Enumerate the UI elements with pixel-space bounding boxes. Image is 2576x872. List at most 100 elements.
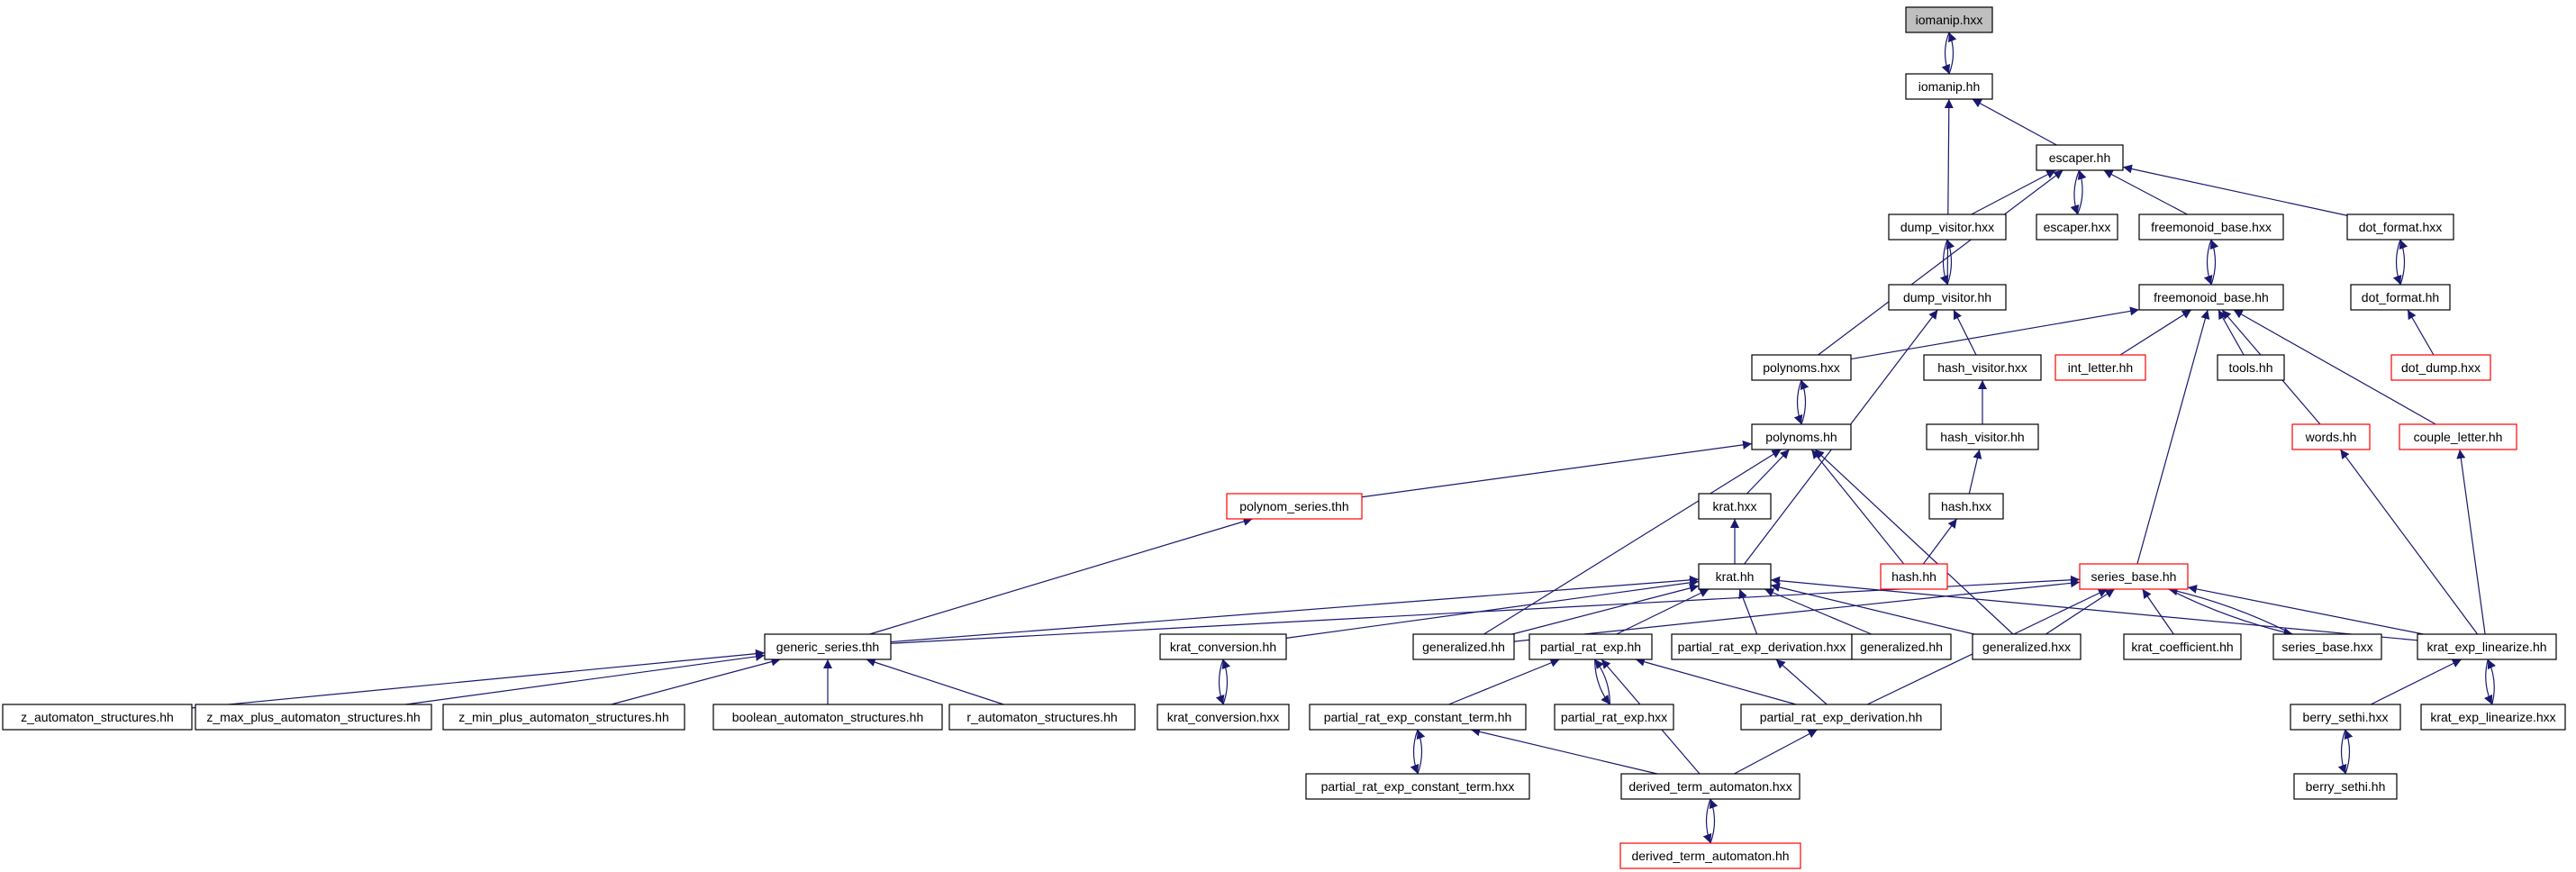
node-label: int_letter.hh xyxy=(2068,360,2133,375)
node-box xyxy=(2272,633,2382,660)
node-box xyxy=(1309,704,1527,731)
node-krat_conversion_hxx[interactable]: krat_conversion.hxx xyxy=(1156,704,1290,731)
edge-z_min_plus_automaton_structures_hh-to-generic_series_thh xyxy=(611,657,781,705)
edge-berry_sethi_hxx-to-berry_sethi_hh xyxy=(2337,729,2347,775)
node-box xyxy=(1698,493,1772,520)
node-derived_term_automaton_hxx[interactable]: derived_term_automaton.hxx xyxy=(1620,773,1800,800)
node-box xyxy=(2054,354,2146,381)
edge-generalized_hh_2-to-krat_hh xyxy=(1764,588,1873,635)
node-series_base_hxx[interactable]: series_base.hxx xyxy=(2272,633,2382,660)
node-box xyxy=(1671,633,1853,660)
node-dump_visitor_hxx[interactable]: dump_visitor.hxx xyxy=(1888,213,2007,241)
node-box xyxy=(1888,284,2007,311)
node-box xyxy=(2420,704,2566,731)
edge-generalized_hxx-to-polynoms_hh xyxy=(1814,449,2014,635)
node-partial_rat_exp_constant_term_hxx[interactable]: partial_rat_exp_constant_term.hxx xyxy=(1305,773,1530,800)
node-krat_exp_linearize_hh[interactable]: krat_exp_linearize.hh xyxy=(2417,633,2557,660)
node-dump_visitor_hh[interactable]: dump_visitor.hh xyxy=(1888,284,2007,311)
node-box xyxy=(2123,633,2242,660)
node-partial_rat_exp_hxx[interactable]: partial_rat_exp.hxx xyxy=(1554,704,1674,731)
node-label: generalized.hxx xyxy=(1982,640,2071,654)
node-hash_hh[interactable]: hash.hh xyxy=(1880,563,1948,590)
node-polynom_series_thh[interactable]: polynom_series.thh xyxy=(1226,493,1363,520)
node-r_automaton_structures_hh[interactable]: r_automaton_structures.hh xyxy=(948,704,1136,731)
node-box xyxy=(2417,633,2557,660)
node-partial_rat_exp_derivation_hxx[interactable]: partial_rat_exp_derivation.hxx xyxy=(1671,633,1853,660)
node-label: derived_term_automaton.hh xyxy=(1631,849,1789,863)
node-partial_rat_exp_hh[interactable]: partial_rat_exp.hh xyxy=(1528,633,1653,660)
node-freemonoid_base_hxx[interactable]: freemonoid_base.hxx xyxy=(2138,213,2284,241)
node-hash_visitor_hxx[interactable]: hash_visitor.hxx xyxy=(1923,354,2042,381)
node-box xyxy=(1226,493,1363,520)
node-escaper_hxx[interactable]: escaper.hxx xyxy=(2036,213,2118,241)
node-freemonoid_base_hh[interactable]: freemonoid_base.hh xyxy=(2138,284,2284,311)
node-box xyxy=(2079,563,2189,590)
node-krat_conversion_hh[interactable]: krat_conversion.hh xyxy=(1159,633,1287,660)
node-z_automaton_structures_hh[interactable]: z_automaton_structures.hh xyxy=(2,704,193,731)
edge-partial_rat_exp_constant_term_hh-to-partial_rat_exp_constant_term_hxx xyxy=(1410,729,1420,775)
edge-derived_term_automaton_hxx-to-derived_term_automaton_hh xyxy=(1702,798,1712,844)
node-z_min_plus_automaton_structures_hh[interactable]: z_min_plus_automaton_structures.hh xyxy=(442,704,685,731)
node-box xyxy=(2291,423,2371,450)
node-label: hash_visitor.hh xyxy=(1940,430,2024,444)
node-generic_series_thh[interactable]: generic_series.thh xyxy=(764,633,892,660)
node-polynoms_hh[interactable]: polynoms.hh xyxy=(1751,423,1852,450)
node-label: escaper.hxx xyxy=(2044,220,2111,234)
node-int_letter_hh[interactable]: int_letter.hh xyxy=(2054,354,2146,381)
node-z_max_plus_automaton_structures_hh[interactable]: z_max_plus_automaton_structures.hh xyxy=(195,704,432,731)
edge-krat_exp_linearize_hh-to-series_base_hh xyxy=(2187,584,2424,635)
edge-krat_exp_linearize_hh-to-words_hh xyxy=(2339,449,2479,635)
node-box xyxy=(1698,563,1772,590)
node-couple_letter_hh[interactable]: couple_letter.hh xyxy=(2399,423,2517,450)
node-generalized_hh_2[interactable]: generalized.hh xyxy=(1851,633,1952,660)
node-partial_rat_exp_constant_term_hh[interactable]: partial_rat_exp_constant_term.hh xyxy=(1309,704,1527,731)
node-hash_visitor_hh[interactable]: hash_visitor.hh xyxy=(1926,423,2039,450)
node-berry_sethi_hh[interactable]: berry_sethi.hh xyxy=(2293,773,2398,800)
node-generalized_hxx[interactable]: generalized.hxx xyxy=(1972,633,2082,660)
node-iomanip_hxx[interactable]: iomanip.hxx xyxy=(1905,6,1993,33)
node-label: krat_exp_linearize.hh xyxy=(2426,640,2546,654)
node-layer: iomanip.hxx iomanip.hh escaper.hh dump_visi… xyxy=(2,6,2566,869)
node-derived_term_automaton_hh[interactable]: derived_term_automaton.hh xyxy=(1619,842,1801,869)
node-label: words.hh xyxy=(2305,430,2357,444)
node-box xyxy=(1972,633,2082,660)
node-box xyxy=(1740,704,1942,731)
node-box xyxy=(1554,704,1674,731)
node-dot_dump_hxx[interactable]: dot_dump.hxx xyxy=(2390,354,2491,381)
node-series_base_hh[interactable]: series_base.hh xyxy=(2079,563,2189,590)
node-krat_hxx[interactable]: krat.hxx xyxy=(1698,493,1772,520)
node-dot_format_hxx[interactable]: dot_format.hxx xyxy=(2346,213,2454,241)
node-generalized_hh_1[interactable]: generalized.hh xyxy=(1412,633,1515,660)
node-iomanip_hh[interactable]: iomanip.hh xyxy=(1905,73,1993,100)
edge-dot_format_hxx-to-dot_format_hh xyxy=(2392,239,2402,286)
node-hash_hxx[interactable]: hash.hxx xyxy=(1928,493,2004,520)
node-krat_exp_linearize_hxx[interactable]: krat_exp_linearize.hxx xyxy=(2420,704,2566,731)
edge-generic_series_thh-to-polynom_series_thh xyxy=(869,517,1253,635)
node-box xyxy=(1928,493,2004,520)
edge-krat_conversion_hxx-to-krat_conversion_hh xyxy=(1221,659,1231,705)
node-box xyxy=(764,633,892,660)
node-box xyxy=(2293,773,2398,800)
node-partial_rat_exp_derivation_hh[interactable]: partial_rat_exp_derivation.hh xyxy=(1740,704,1942,731)
node-krat_coefficient_hh[interactable]: krat_coefficient.hh xyxy=(2123,633,2242,660)
node-berry_sethi_hxx[interactable]: berry_sethi.hxx xyxy=(2290,704,2401,731)
node-label: partial_rat_exp_derivation.hxx xyxy=(1678,640,1846,654)
node-box xyxy=(2138,284,2284,311)
node-box xyxy=(1926,423,2039,450)
node-boolean_automaton_structures_hh[interactable]: boolean_automaton_structures.hh xyxy=(712,704,943,731)
node-escaper_hh[interactable]: escaper.hh xyxy=(2036,144,2124,171)
edge-iomanip_hh-to-iomanip_hxx xyxy=(1947,32,1957,75)
node-label: derived_term_automaton.hxx xyxy=(1628,779,1791,794)
edge-berry_sethi_hxx-to-krat_exp_linearize_hh xyxy=(2370,659,2463,705)
node-label: krat.hh xyxy=(1716,569,1755,584)
node-words_hh[interactable]: words.hh xyxy=(2291,423,2371,450)
node-dot_format_hh[interactable]: dot_format.hh xyxy=(2350,284,2451,311)
node-label: dump_visitor.hh xyxy=(1903,290,1991,304)
node-krat_hh[interactable]: krat.hh xyxy=(1698,563,1772,590)
node-label: series_base.hh xyxy=(2091,569,2177,584)
node-tools_hh[interactable]: tools.hh xyxy=(2217,354,2285,381)
node-polynoms_hxx[interactable]: polynoms.hxx xyxy=(1751,354,1852,381)
edge-krat_exp_linearize_hxx-to-krat_exp_linearize_hh xyxy=(2487,659,2496,705)
node-label: polynoms.hh xyxy=(1765,430,1837,444)
node-box xyxy=(1528,633,1653,660)
